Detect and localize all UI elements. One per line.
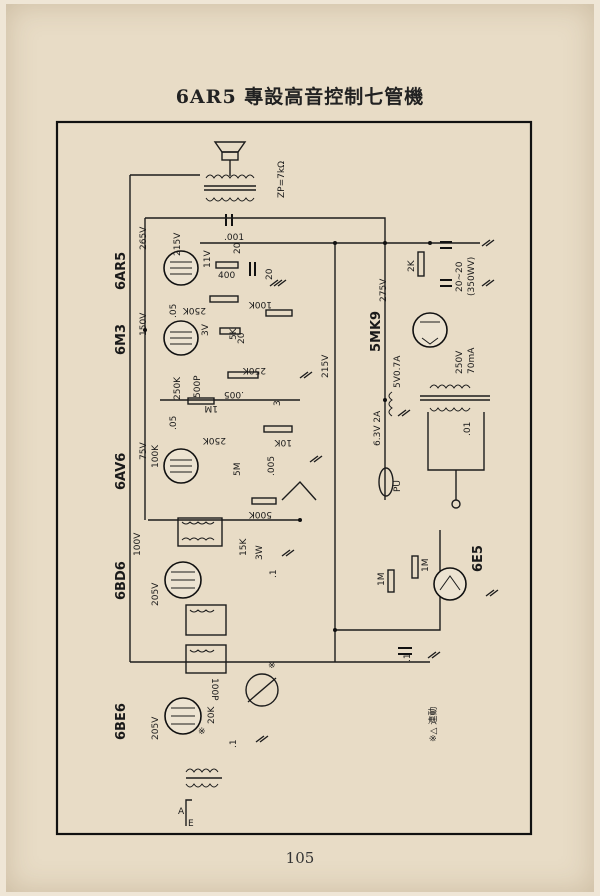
- tube-6e5: [433, 567, 467, 601]
- resistor-20k: 20K: [207, 706, 217, 724]
- resistor-1m-b: 1M: [377, 573, 387, 587]
- resistor-250k-d: 250K: [202, 435, 226, 445]
- voltage-205v-a: 205V: [151, 582, 161, 606]
- cap-005-a: .005: [224, 389, 244, 399]
- oscillator-coil: [185, 644, 227, 674]
- diagram-title: 6AR5 專設高音控制七管機: [175, 86, 425, 108]
- resistor-100k-a: 100K: [248, 299, 272, 309]
- voltage-150v: 150V: [139, 312, 149, 336]
- page-background: [6, 4, 594, 892]
- resistor-2k: 2K: [407, 259, 417, 272]
- resistor-500k: 500K: [248, 509, 272, 519]
- cap-20-20: 20~20: [455, 261, 465, 292]
- resistor-250k-c: 250K: [173, 376, 183, 400]
- resistor-3w: 3W: [255, 545, 265, 560]
- current-70ma: 70mA: [467, 347, 477, 374]
- voltage-275v: 275V: [379, 278, 389, 302]
- power-transformer: [388, 384, 490, 417]
- tube-5mk9: [412, 312, 448, 348]
- cap-1-b: .1: [229, 739, 239, 748]
- resistor-15k: 15K: [239, 538, 249, 556]
- resistor-100k-b: 100K: [151, 444, 161, 468]
- heater-5v: 5V0.7A: [393, 355, 403, 388]
- resistor-400: 400: [218, 271, 235, 281]
- tube-label-6m3: 6M3: [114, 324, 129, 355]
- resistor-10k: 10K: [274, 437, 292, 447]
- if-transformer-1: [177, 517, 223, 547]
- tube-label-6av6: 6AV6: [114, 453, 129, 490]
- voltage-100v: 100V: [133, 532, 143, 556]
- tube-label-5mk9: 5MK9: [369, 311, 384, 352]
- page-number: 105: [285, 849, 315, 867]
- speaker-cap-label: .001: [224, 233, 244, 243]
- if-transformer-2: [185, 604, 227, 636]
- output-transformer: [204, 160, 256, 202]
- resistor-250k-a: 250K: [182, 305, 206, 315]
- antenna-terminal-a: A: [178, 807, 185, 817]
- tube-label-6e5: 6E5: [471, 545, 486, 572]
- cap-05-a: .05: [169, 304, 179, 318]
- cap-500p: 500P: [193, 375, 203, 398]
- cap-1-c: .1: [403, 653, 413, 662]
- resistor-5m: 5M: [233, 463, 243, 477]
- resistor-1m-a: 1M: [205, 403, 219, 413]
- diagram-frame: [55, 120, 533, 836]
- voltage-215v-b: 215V: [321, 354, 331, 378]
- variable-cap-mark-2: ※: [198, 727, 206, 737]
- speaker: [213, 141, 247, 161]
- earth-terminal-e: E: [188, 819, 194, 829]
- tube-label-6bd6: 6BD6: [114, 561, 129, 600]
- voltage-205v-b: 205V: [151, 716, 161, 740]
- resistor-1m-c: 1M: [421, 559, 431, 573]
- cap-20-c: 20: [237, 332, 247, 344]
- cap-005-b: .005: [267, 456, 277, 476]
- pickup-label: PU: [393, 480, 403, 492]
- voltage-250v: 250V: [455, 350, 465, 374]
- tube-label-6be6: 6BE6: [114, 703, 129, 740]
- cap-350wv: (350WV): [467, 257, 477, 296]
- variable-cap-mark-1: ※: [268, 661, 276, 671]
- voltage-3v: 3V: [201, 323, 211, 336]
- voltage-215v-a: 215V: [173, 232, 183, 256]
- cap-01: .01: [463, 422, 473, 436]
- resistor-250k-b: 250K: [242, 365, 266, 375]
- voltage-11v: 11V: [203, 250, 213, 268]
- cap-100p: 100P: [209, 678, 219, 701]
- heater-6v3: 6.3V 2A: [373, 410, 383, 446]
- cap-20-a: 20: [233, 242, 243, 254]
- speaker-impedance-label: ZP=7kΩ: [277, 161, 287, 198]
- linked-control-note: ※△ 連動: [427, 707, 439, 742]
- cap-05-b: .05: [169, 416, 179, 430]
- cap-3: 3: [273, 400, 283, 406]
- pickup-jack: [378, 467, 394, 497]
- cap-20-b: 20: [265, 268, 275, 280]
- cap-1-a: .1: [269, 569, 279, 578]
- antenna-coil: [185, 768, 222, 788]
- tube-label-6ar5: 6AR5: [114, 252, 129, 290]
- voltage-265v: 265V: [139, 226, 149, 250]
- voltage-75v: 75V: [139, 442, 149, 460]
